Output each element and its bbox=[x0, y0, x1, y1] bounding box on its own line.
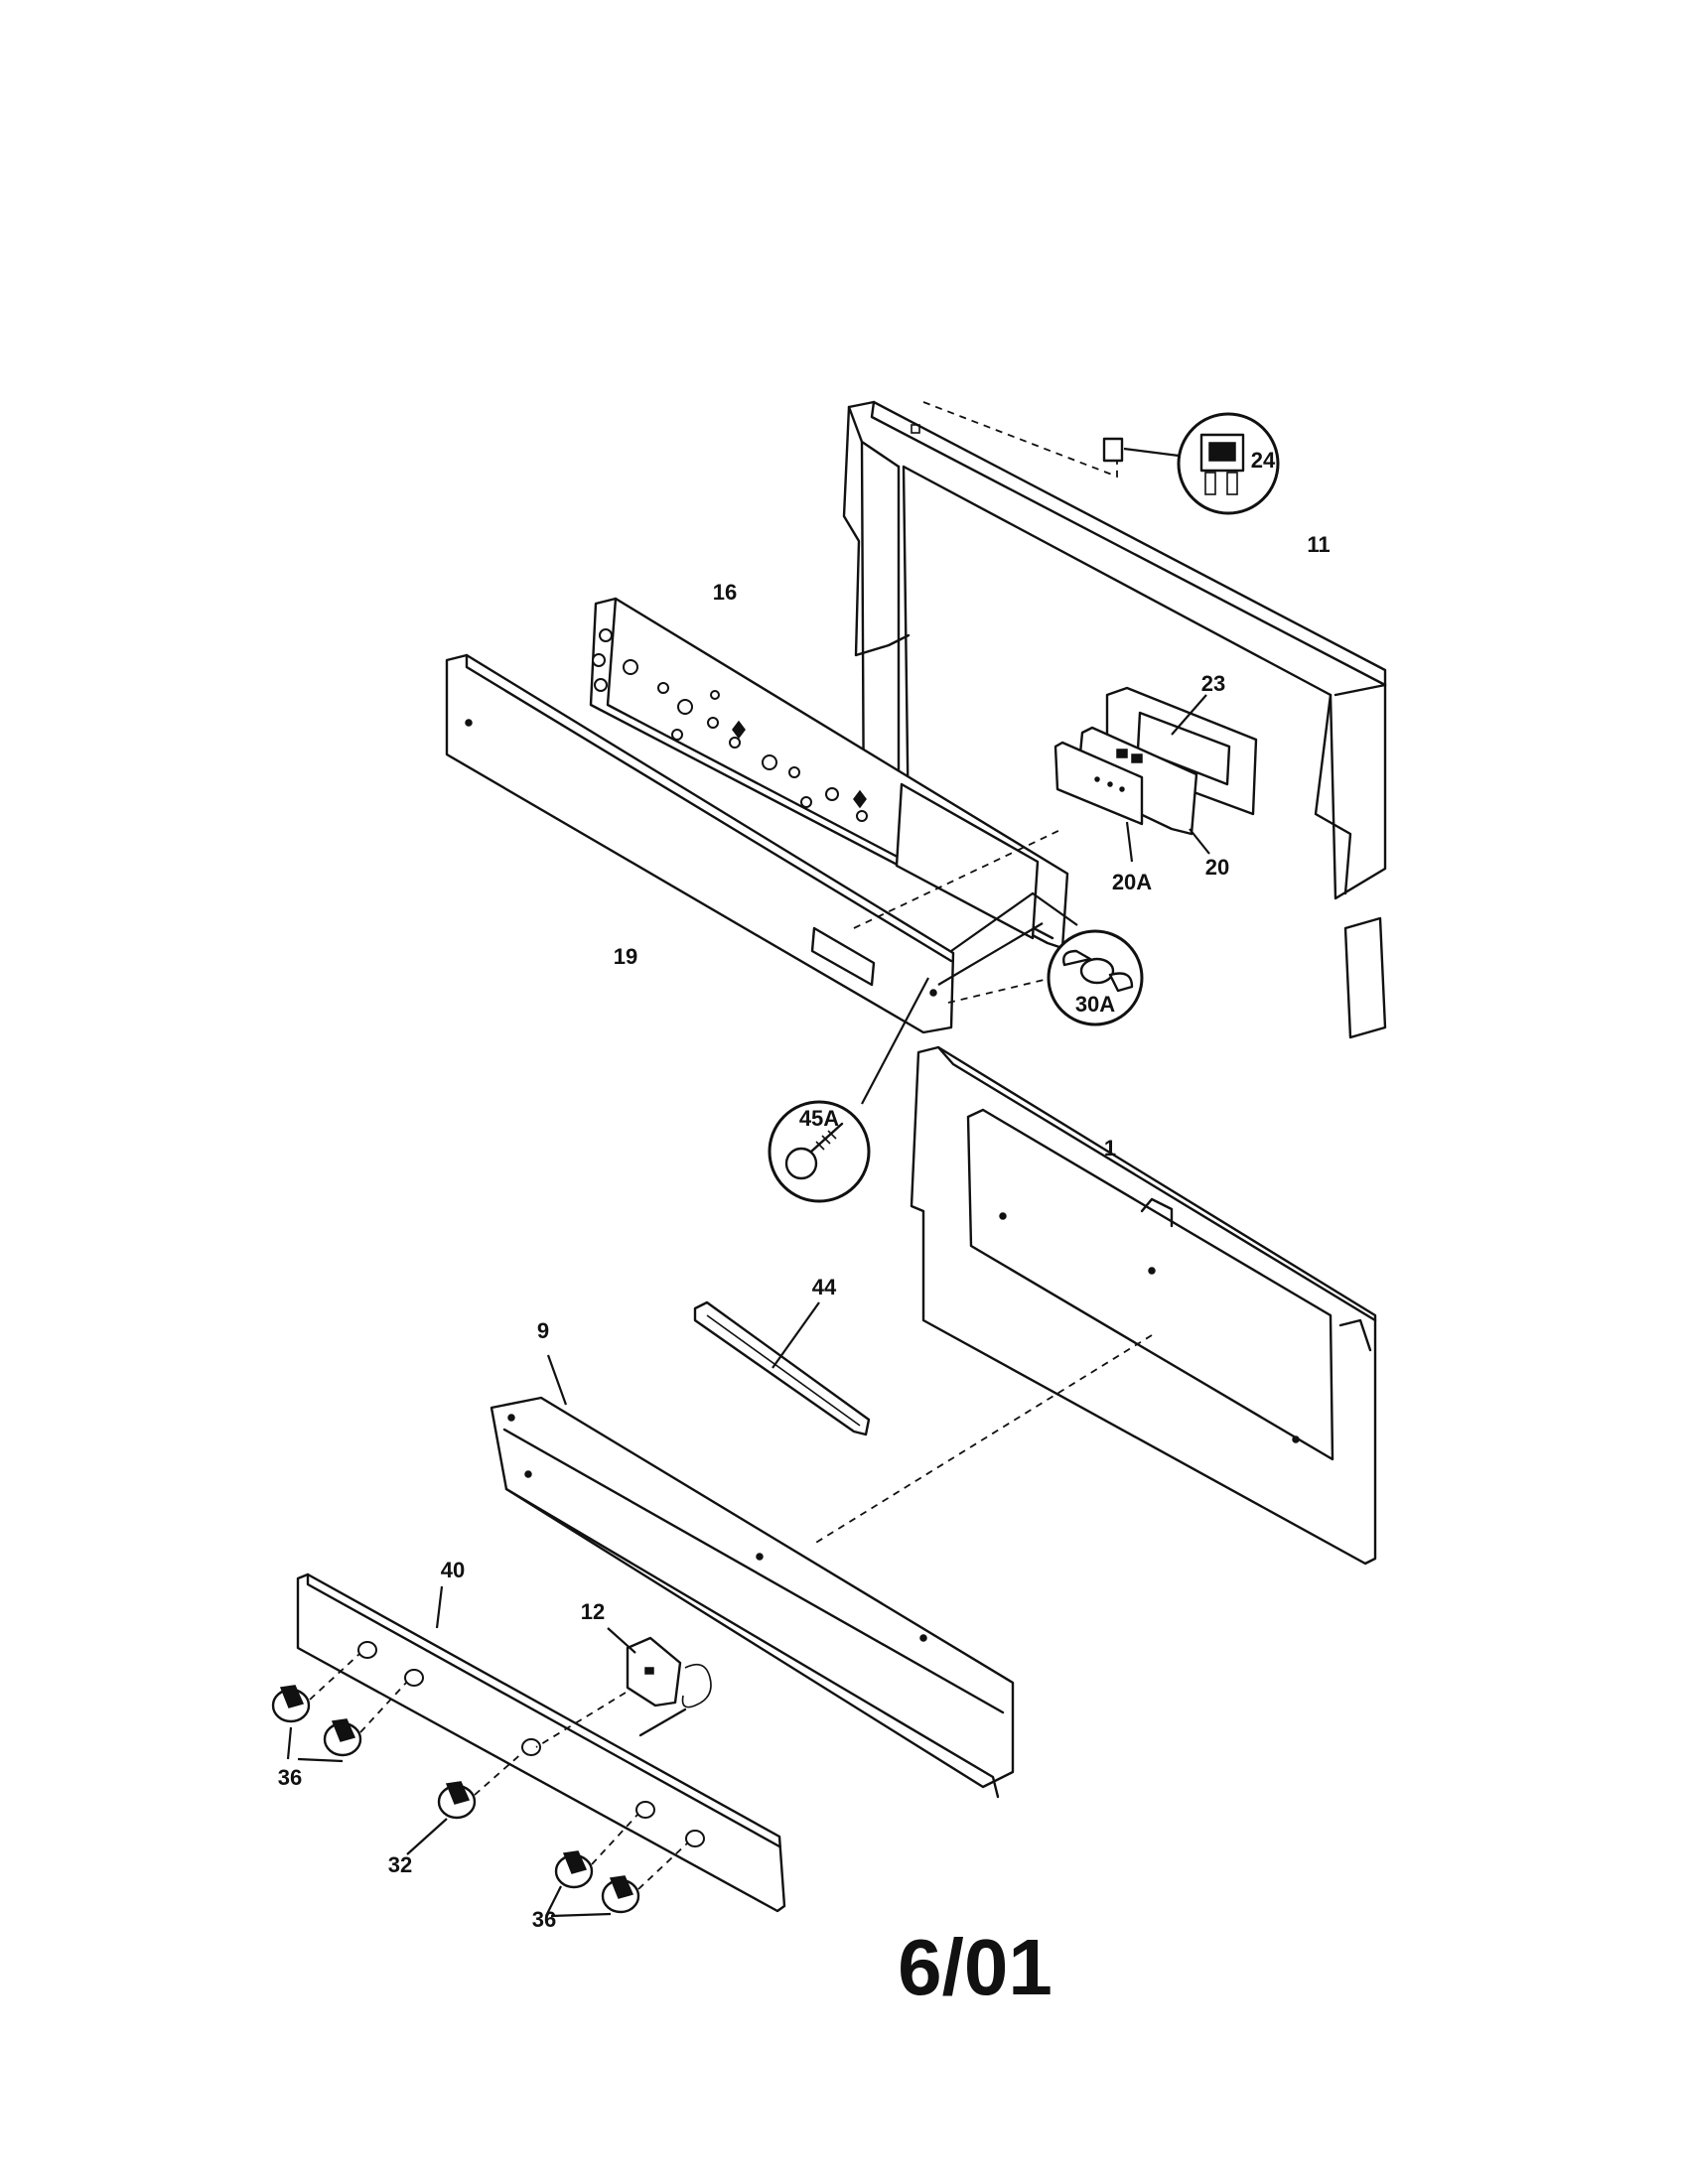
label-part-11: 11 bbox=[1307, 532, 1330, 557]
label-part-44: 44 bbox=[812, 1275, 837, 1299]
knob-set bbox=[271, 1653, 689, 1918]
label-part-16: 16 bbox=[713, 580, 737, 605]
insulation-panel bbox=[910, 1045, 1377, 1566]
label-part-12: 12 bbox=[581, 1599, 605, 1624]
label-part-23: 23 bbox=[1201, 671, 1225, 696]
label-part-40: 40 bbox=[441, 1558, 465, 1582]
label-part-30a: 30A bbox=[1075, 992, 1115, 1017]
date-stamp: 6/01 bbox=[898, 1923, 1052, 2011]
label-part-36-right: 36 bbox=[532, 1907, 556, 1932]
rocker-switch-part bbox=[1102, 412, 1280, 515]
label-part-24: 24 bbox=[1251, 448, 1276, 473]
screw-part bbox=[768, 977, 929, 1203]
label-part-1: 1 bbox=[1104, 1136, 1116, 1160]
label-part-20: 20 bbox=[1205, 855, 1229, 880]
clock-module bbox=[1053, 686, 1258, 863]
control-panel-face bbox=[445, 653, 955, 1034]
label-part-9: 9 bbox=[537, 1318, 549, 1343]
label-part-32: 32 bbox=[388, 1852, 412, 1877]
control-bracket bbox=[589, 597, 1069, 950]
lower-bracket bbox=[490, 1354, 1015, 1799]
knob-panel bbox=[296, 1572, 786, 1913]
label-part-20a: 20A bbox=[1112, 870, 1152, 894]
label-part-36-left: 36 bbox=[278, 1765, 302, 1790]
label-part-19: 19 bbox=[614, 944, 637, 969]
wing-nut-part bbox=[937, 891, 1144, 1026]
thermostat-part bbox=[535, 1627, 712, 1748]
label-part-45a: 45A bbox=[799, 1106, 839, 1131]
trim-strip bbox=[693, 1300, 871, 1436]
